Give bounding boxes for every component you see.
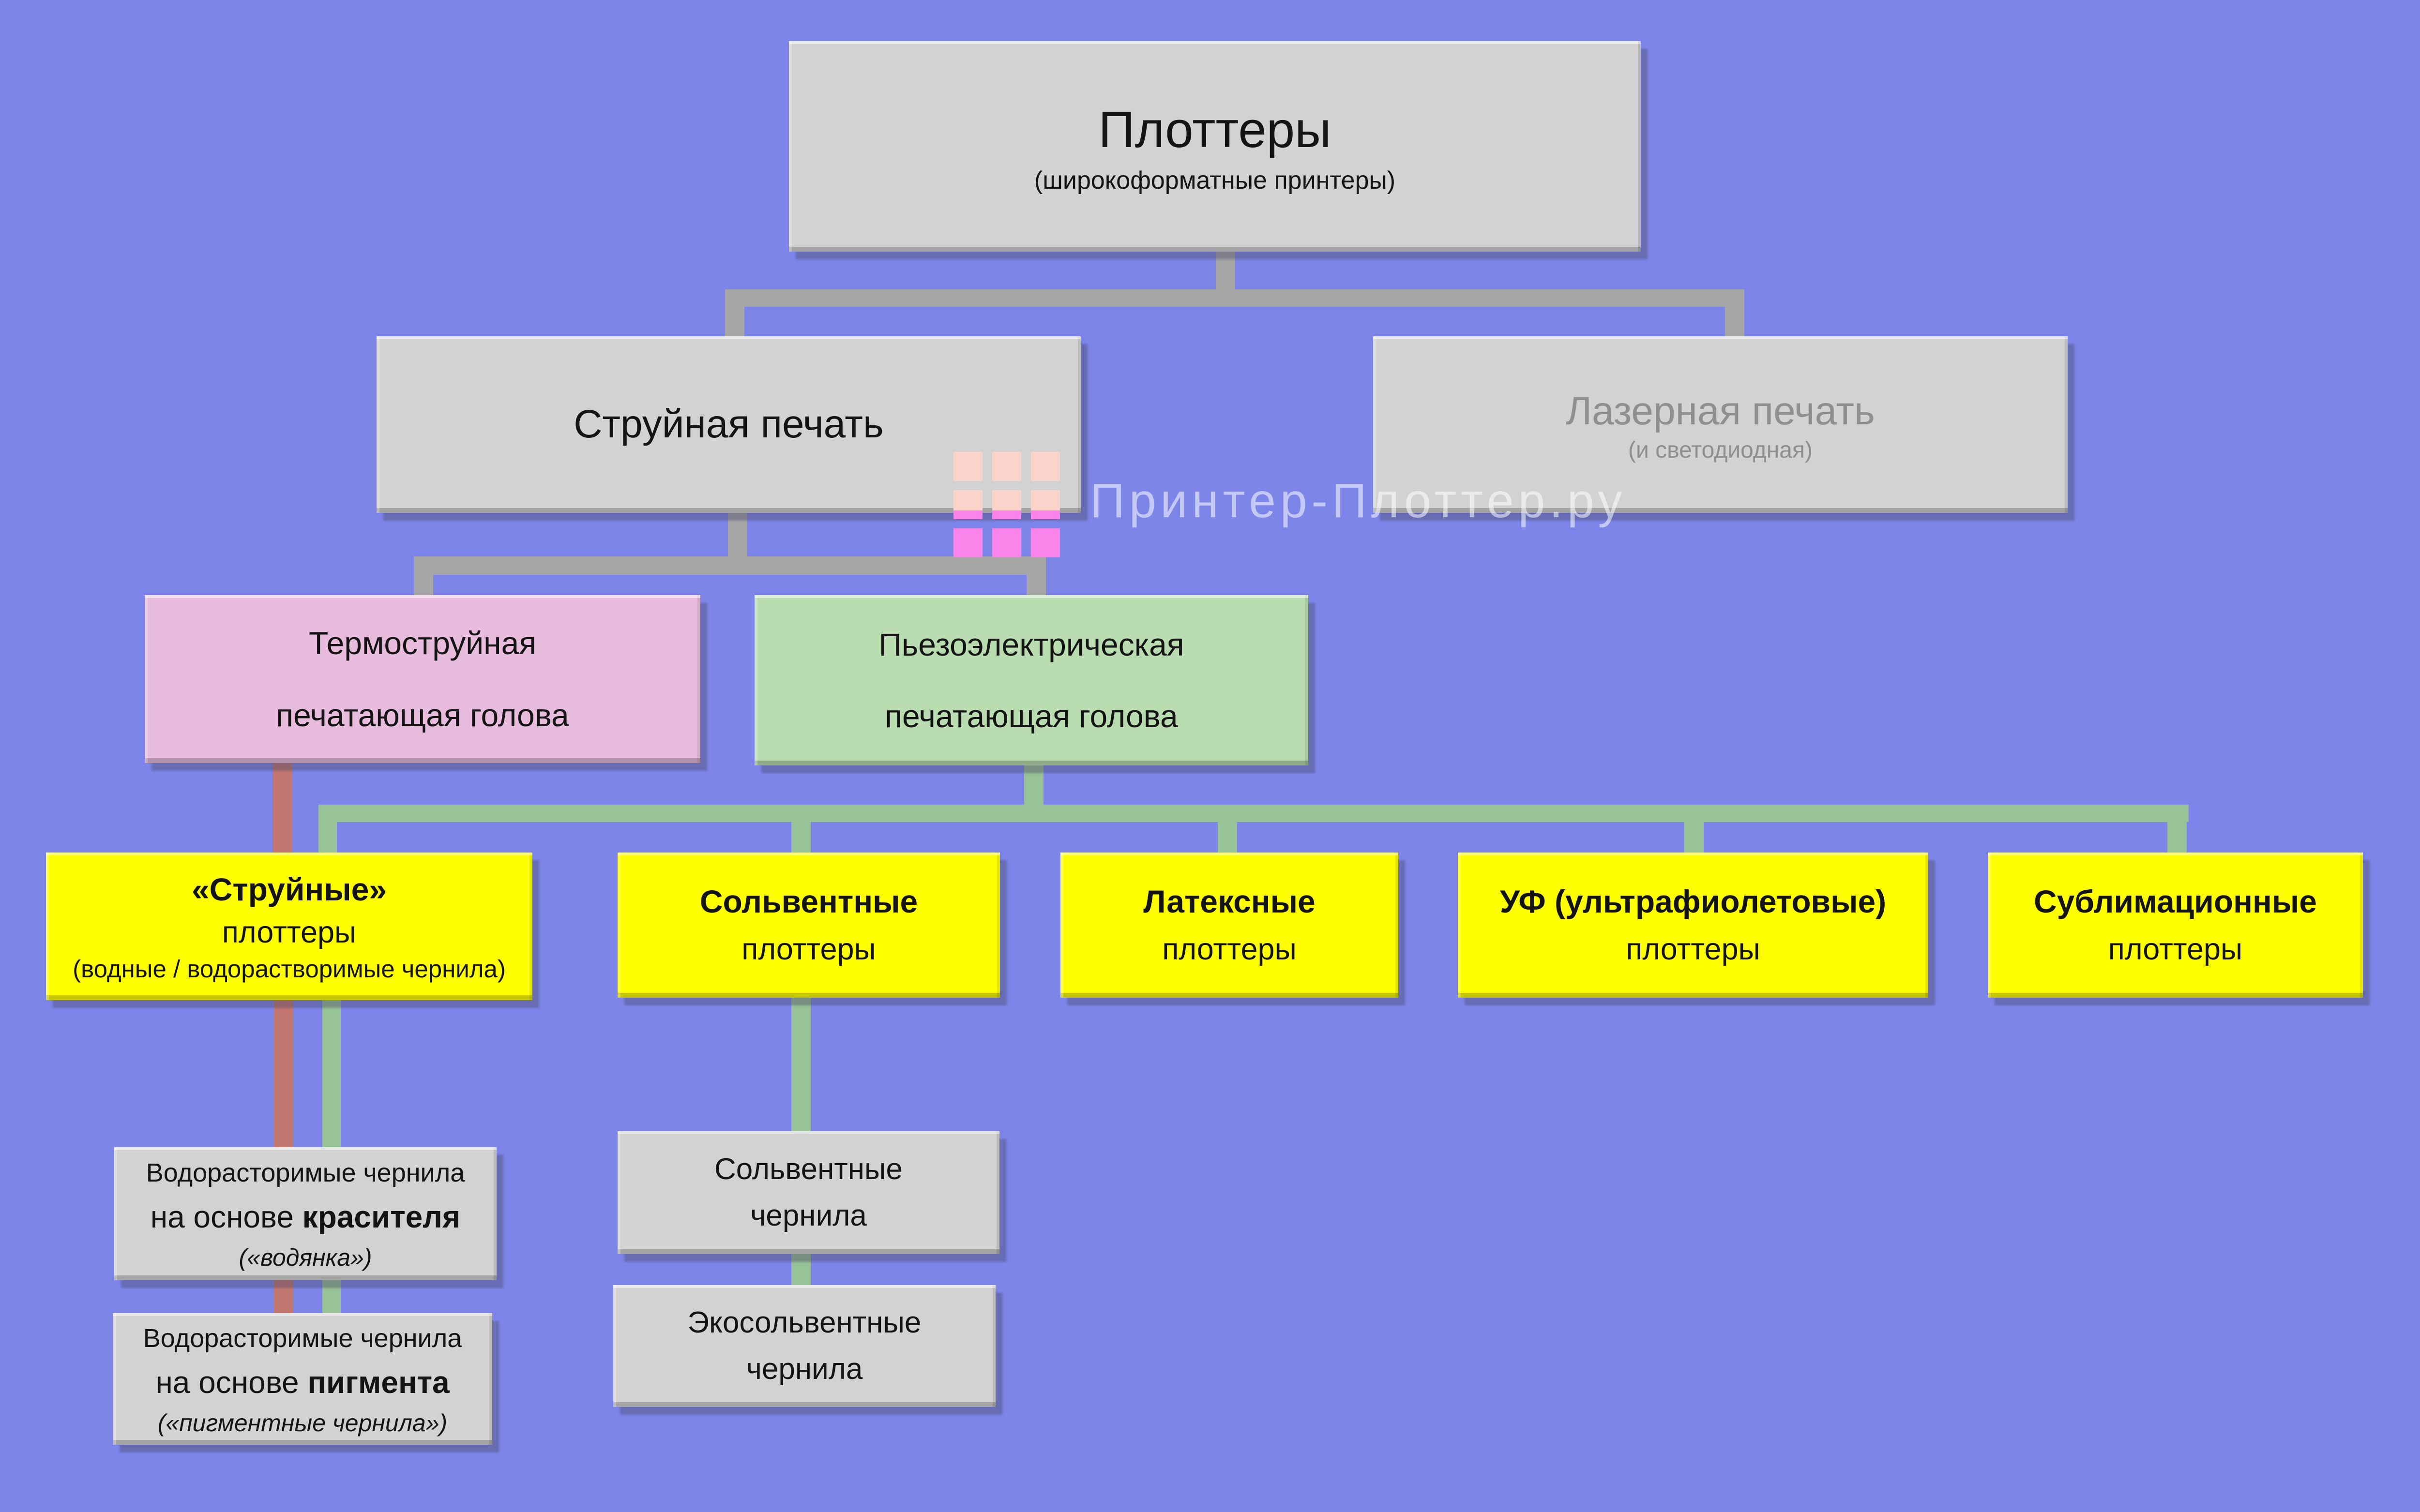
node-title: Лазерная печать [1566, 389, 1875, 433]
connector-to-piezo-head [1027, 566, 1046, 597]
connector-level2-hbar [414, 556, 1046, 575]
node-title: Плоттеры [1098, 101, 1331, 158]
node-title: Сольвентные [699, 883, 918, 920]
node-dye-ink: Водорасторимые чернила на основе красите… [114, 1147, 497, 1280]
connector-inkjet-stub [728, 512, 747, 558]
watermark-logo-icon [953, 452, 1060, 557]
watermark-logo-cell [953, 452, 983, 481]
connector-green-to-latex-plotters [1218, 813, 1237, 854]
connector-to-inkjet [725, 300, 744, 339]
node-line1: Водорасторимые чернила [143, 1323, 462, 1353]
connector-red-thermal-to-inkjet-plotters [272, 762, 292, 854]
watermark-logo-cell [992, 490, 1021, 519]
node-subtitle: плоттеры [2108, 932, 2243, 967]
node-latex-plotters: Латексные плоттеры [1060, 853, 1398, 998]
node-line2: чернила [750, 1199, 867, 1232]
node-subtitle: плоттеры [1626, 932, 1760, 967]
node-title: «Струйные» [191, 871, 387, 908]
node-line1: Пьезоэлектрическая [878, 626, 1184, 662]
node-subtitle: (и светодиодная) [1628, 437, 1813, 464]
node-line2-bold: красителя [302, 1199, 461, 1235]
node-line2-prefix: на основе [150, 1199, 302, 1235]
watermark-logo-cell [953, 528, 983, 557]
node-thermal-head: Термоструйная печатающая голова [145, 595, 700, 763]
node-line2: на основе пигмента [155, 1359, 449, 1406]
connector-green-dye-to-pigment [322, 1278, 341, 1315]
node-subtitle: плоттеры [222, 915, 357, 949]
node-uv-plotters: УФ (ультрафиолетовые) плоттеры [1458, 853, 1928, 998]
node-subtitle: плоттеры [1162, 932, 1297, 967]
node-line2-prefix: на основе [155, 1364, 308, 1400]
node-eco-solvent-ink: Экосольвентные чернила [613, 1285, 996, 1407]
node-inkjet-printing: Струйная печать [377, 336, 1081, 513]
node-line3: («водянка») [239, 1244, 372, 1272]
node-inkjet-plotters: «Струйные» плоттеры (водные / водораство… [46, 853, 532, 1000]
node-plotters-root: Плоттеры (широкоформатные принтеры) [789, 41, 1641, 252]
watermark-logo-cell [953, 490, 983, 519]
node-line1: Экосольвентные [687, 1305, 922, 1339]
connector-level1-hbar [725, 289, 1744, 307]
node-sublimation-plotters: Сублимационные плоттеры [1988, 853, 2363, 998]
node-line3: («пигментные чернила») [157, 1409, 448, 1437]
watermark-logo-cell [1031, 452, 1060, 481]
node-piezo-head: Пьезоэлектрическая печатающая голова [755, 595, 1308, 765]
connector-piezo-stub [1024, 764, 1044, 808]
node-subtitle: плоттеры [741, 932, 876, 967]
node-laser-printing: Лазерная печать (и светодиодная) [1373, 336, 2068, 513]
connector-root-stub [1216, 251, 1235, 291]
node-line2: чернила [746, 1352, 863, 1386]
connector-to-laser [1725, 300, 1744, 339]
connector-green-to-inkjet-plotters [318, 813, 337, 854]
node-line2: на основе красителя [151, 1194, 461, 1240]
node-title: Латексные [1143, 883, 1316, 920]
watermark-text: Принтер-Плоттер.ру [1090, 474, 1627, 528]
connector-green-to-sublimation-plotters [2167, 813, 2187, 854]
node-note: (водные / водорастворимые чернила) [73, 955, 506, 983]
node-title: Сублимационные [2034, 883, 2317, 920]
connector-green-to-solvent-ink [791, 998, 811, 1133]
node-line2: печатающая голова [276, 697, 569, 733]
watermark-logo-cell [1031, 528, 1060, 557]
node-title: Струйная печать [574, 402, 884, 447]
node-solvent-plotters: Сольвентные плоттеры [618, 853, 1000, 998]
node-line1: Термоструйная [308, 625, 537, 661]
node-pigment-ink: Водорасторимые чернила на основе пигмент… [113, 1313, 492, 1445]
connector-red-to-dye-ink [274, 998, 293, 1149]
watermark-logo-cell [992, 452, 1021, 481]
node-title: УФ (ультрафиолетовые) [1499, 883, 1887, 920]
connector-green-to-dye-ink [322, 998, 341, 1149]
node-subtitle: (широкоформатные принтеры) [1034, 166, 1396, 195]
node-line1: Водорасторимые чернила [146, 1158, 465, 1188]
node-line2: печатающая голова [885, 698, 1178, 734]
node-line2-bold: пигмента [307, 1364, 450, 1400]
connector-green-to-solvent-plotters [791, 813, 811, 854]
watermark-logo-cell [1031, 490, 1060, 519]
connector-green-to-uv-plotters [1684, 813, 1704, 854]
connector-red-dye-to-pigment [274, 1278, 293, 1315]
connector-to-thermal-head [414, 566, 433, 597]
watermark-logo-cell [992, 528, 1021, 557]
node-solvent-ink: Сольвентные чернила [618, 1131, 999, 1254]
connector-green-solvent-to-eco [791, 1253, 811, 1287]
connector-piezo-hbar [318, 805, 2189, 822]
node-line1: Сольвентные [714, 1152, 903, 1186]
